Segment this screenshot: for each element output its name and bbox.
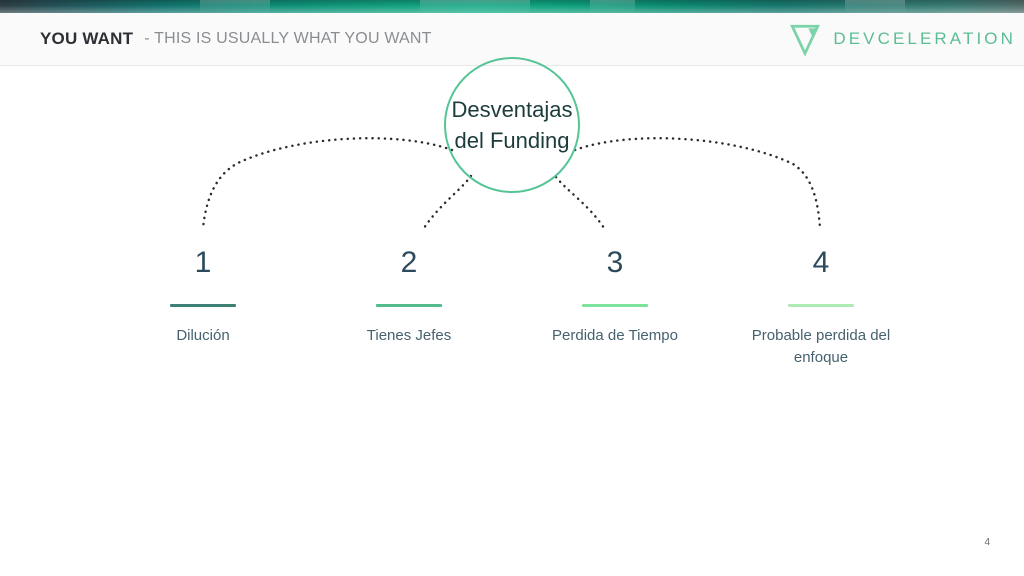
item-rule bbox=[788, 304, 854, 307]
brand-name: DEVCELERATION bbox=[833, 29, 1016, 48]
hub-label: Desventajas del Funding bbox=[446, 94, 578, 156]
item-number: 4 bbox=[812, 246, 830, 279]
page-subtitle: - THIS IS USUALLY WHAT YOU WANT bbox=[144, 30, 432, 47]
hub-label-line-1: Desventajas bbox=[451, 97, 573, 122]
diagram-item-1[interactable]: 1 Dilución bbox=[100, 243, 306, 347]
item-label: Perdida de Tiempo bbox=[552, 327, 678, 344]
hub-label-line-2: del Funding bbox=[454, 128, 570, 153]
item-number: 2 bbox=[400, 246, 418, 279]
item-rule bbox=[170, 304, 236, 307]
item-label: Probable perdida del enfoque bbox=[751, 327, 891, 366]
header-title-group: YOU WANT - THIS IS USUALLY WHAT YOU WANT bbox=[40, 13, 432, 65]
diagram-item-2[interactable]: 2 Tienes Jefes bbox=[306, 243, 512, 347]
page-title: YOU WANT bbox=[40, 29, 134, 48]
hub-circle: Desventajas del Funding bbox=[444, 57, 580, 193]
connector-to-item-2 bbox=[422, 174, 473, 230]
slide-header: YOU WANT - THIS IS USUALLY WHAT YOU WANT… bbox=[0, 13, 1024, 66]
item-number: 1 bbox=[194, 246, 212, 279]
brand-lockup: DEVCELERATION bbox=[788, 13, 1016, 65]
decorative-top-band bbox=[0, 0, 1024, 13]
connector-to-item-4 bbox=[573, 137, 822, 230]
item-label: Dilución bbox=[176, 327, 230, 344]
connector-to-item-3 bbox=[554, 175, 606, 230]
diagram-item-4[interactable]: 4 Probable perdida del enfoque bbox=[718, 243, 924, 369]
diagram-item-3[interactable]: 3 Perdida de Tiempo bbox=[512, 243, 718, 347]
item-rule bbox=[376, 304, 442, 307]
item-rule bbox=[582, 304, 648, 307]
diagram-items-row: 1 Dilución 2 Tienes Jefes 3 Perdida de T… bbox=[100, 243, 924, 403]
devceleration-v-logo-icon bbox=[790, 24, 821, 56]
connector-to-item-1 bbox=[201, 137, 454, 230]
item-label: Tienes Jefes bbox=[366, 327, 452, 344]
page-number: 4 bbox=[984, 537, 990, 548]
item-number: 3 bbox=[606, 246, 624, 279]
